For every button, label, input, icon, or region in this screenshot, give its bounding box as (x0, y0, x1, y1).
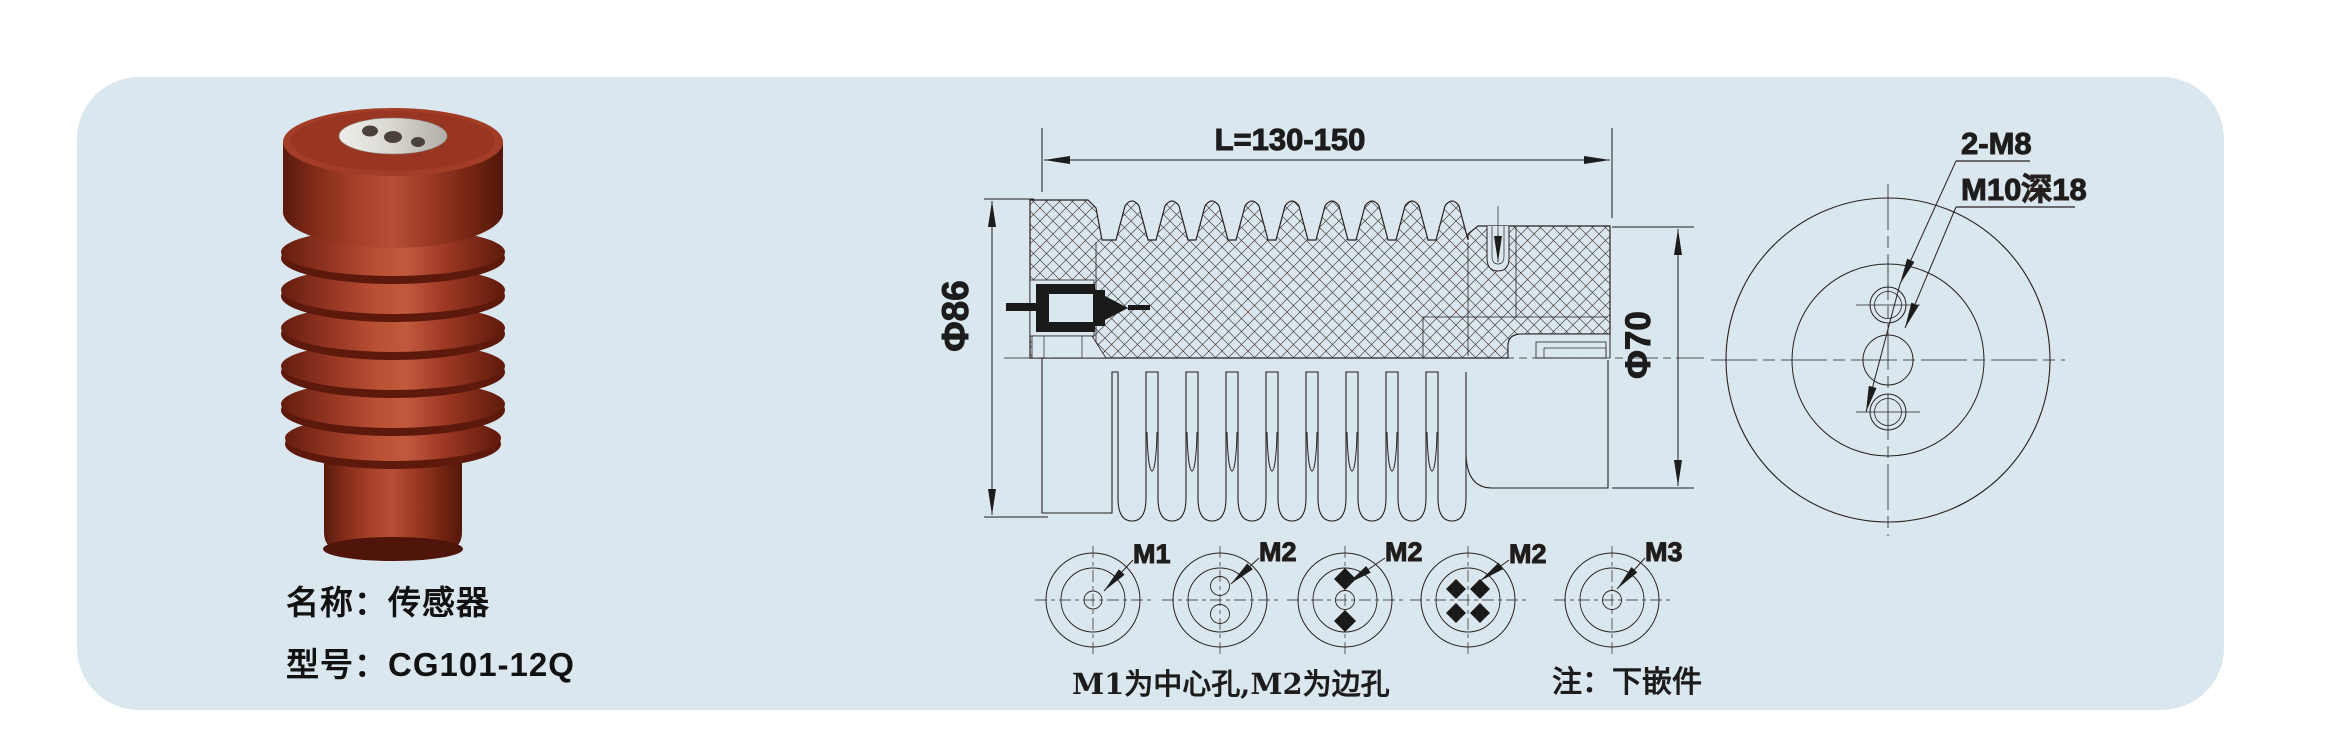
product-name-label: 名称：传感器 (286, 584, 490, 621)
end-view: 2-M8 M10深18 (1711, 126, 2087, 536)
m8-hole-bottom (1856, 393, 1920, 431)
hole-pattern-m1: M1 (1035, 539, 1171, 655)
insulator-cap (283, 108, 503, 248)
hole-pattern-m3: M3 (1554, 537, 1683, 655)
hole-label-m2-b: M2 (1385, 537, 1423, 567)
product-model-label: 型号：CG101-12Q (286, 646, 575, 683)
m10-hole-center (1862, 334, 1914, 386)
hole-label-m3: M3 (1645, 537, 1683, 567)
hole-pattern-m2-a: M2 (1162, 537, 1297, 655)
insulator-body (281, 108, 505, 561)
length-dimension-label: L=130-150 (1215, 122, 1366, 157)
left-diameter-label: Φ86 (935, 280, 976, 352)
hole-pattern-m2-c: M2 (1410, 539, 1547, 655)
hole-pattern-m2-b: M2 (1287, 537, 1423, 655)
insulator-sheds (281, 228, 505, 469)
product-photo (281, 108, 505, 561)
hole-label-m2-c: M2 (1509, 539, 1547, 569)
hole-pattern-variants: M1 M2 M2 (1035, 537, 1683, 655)
hole-label-m2-a: M2 (1259, 537, 1297, 567)
hole-note: M1为中心孔,M2为边孔 (1072, 667, 1390, 701)
technical-drawing: L=130-150 Φ86 Φ70 (935, 122, 2088, 702)
section-lower-profile (1041, 358, 1609, 522)
dimensions: L=130-150 Φ86 Φ70 (935, 122, 1694, 518)
cross-section-view (1004, 199, 1704, 522)
right-diameter-label: Φ70 (1619, 311, 1658, 379)
socket-cavity (1507, 333, 1611, 359)
pin-slot-detail (1486, 206, 1510, 272)
section-upper-profile (1029, 199, 1611, 359)
end-view-leaders (1865, 160, 2075, 413)
hole-label-m1: M1 (1133, 539, 1171, 569)
thread-label: 2-M8 (1961, 126, 2032, 161)
terminal-bolt (1006, 284, 1150, 332)
depth-label: M10深18 (1961, 172, 2087, 207)
insert-note: 注：下嵌件 (1552, 665, 1702, 700)
